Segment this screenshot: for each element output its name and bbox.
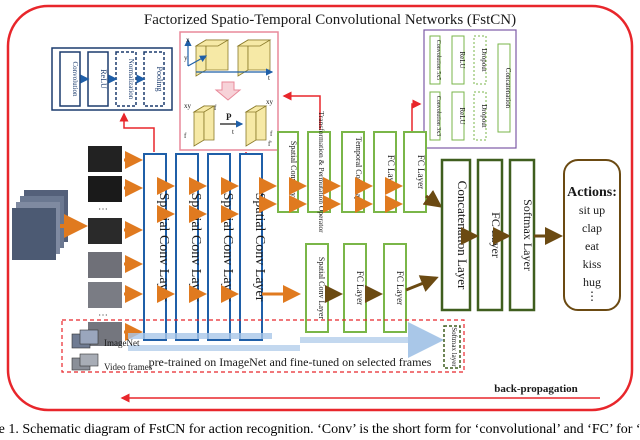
frame-column: ⋯ ⋯ <box>88 146 122 346</box>
transform-label-p: P <box>226 112 232 122</box>
transform-label-t2: t <box>232 128 234 136</box>
pretrain-region <box>61 319 465 373</box>
concat-label: Concatenation Layer <box>455 181 470 290</box>
diagram-title: Factorized Spatio-Temporal Convolutional… <box>144 12 516 28</box>
arrow-transform-inset-link <box>282 91 321 130</box>
figure-caption: re 1. Schematic diagram of FstCN for act… <box>0 422 640 437</box>
lower-fc-label-2: FC Layer <box>395 271 405 305</box>
inset-left-convolution: Convolution <box>71 61 79 97</box>
inset-left-relu: ReLU <box>99 69 108 89</box>
spatial-conv-label-4: Spatial Conv Layer <box>252 193 267 302</box>
transform-label-x: x <box>186 36 190 44</box>
transform-label-fprime: f' <box>268 140 272 148</box>
backprop-label: back-propagation <box>494 383 578 395</box>
head-boxes <box>440 158 536 312</box>
transform-label-t: t <box>268 74 270 82</box>
transform-label-f3: f <box>214 104 217 112</box>
inset-right-relu-2: ReLU <box>458 107 466 124</box>
temporal-conv-label: Temporal Conv Layer <box>354 137 363 208</box>
video-frames-label: Video frames <box>104 362 153 372</box>
arrow-to-inset-right <box>411 99 422 132</box>
transform-label-f1: f <box>184 132 187 140</box>
upper-fc-label-1: FC Layer <box>386 155 396 189</box>
transform-perm-label-text: Transformation & Permutation Operator <box>317 111 326 233</box>
upper-branch-arrows <box>289 177 403 213</box>
inset-right-conv2: Convolution 3x3 <box>435 96 441 137</box>
spatial-conv-label-1: Spatial Conv Layer <box>156 193 171 302</box>
actions-heading: Actions: <box>567 185 617 200</box>
transform-inset: x y t xy f xy f P f t f' <box>179 31 279 151</box>
arrow-upper-to-concat <box>422 189 443 208</box>
lower-spatial-conv-label: Spatial Conv Layer <box>317 257 326 320</box>
softmax-label: Softmax Layer <box>521 199 535 271</box>
lower-branch-boxes <box>305 243 407 333</box>
frame-arrows <box>124 151 143 341</box>
inset-left-pooling: Pooling <box>155 67 164 92</box>
transform-label-y: y <box>184 54 188 62</box>
small-softmax-label: Softmax layer <box>450 327 458 367</box>
inset-right-concat: Concatenation <box>504 68 512 109</box>
action-item: sit up <box>579 203 605 217</box>
svg-text:⋯: ⋯ <box>98 204 108 215</box>
action-item: hug <box>583 275 601 289</box>
inset-right-conv1: Convolution 5x5 <box>435 40 441 81</box>
inset-right: Convolution 5x5 Convolution 3x3 ReLU ReL… <box>423 29 517 149</box>
action-item: eat <box>585 239 600 253</box>
imagenet-thumb <box>71 329 99 349</box>
spatial-conv-label-3: Spatial Conv Layer <box>220 193 235 302</box>
spatial-arrows <box>157 177 301 303</box>
transform-perm-label: Transformation & Permutation Operator <box>317 111 326 233</box>
transform-label-xy1: xy <box>184 102 192 110</box>
head-fc-label: FC Layer <box>489 212 503 258</box>
pretrain-note: pre-trained on ImageNet and fine-tuned o… <box>149 355 432 369</box>
input-video-stack <box>12 190 68 260</box>
action-item: kiss <box>583 257 602 271</box>
transform-label-f2: f <box>270 130 273 138</box>
inset-right-dropout-2: Dropout <box>480 104 488 127</box>
upper-branch-boxes <box>277 131 427 213</box>
svg-text:⋯: ⋯ <box>98 310 108 321</box>
lower-fc-label-1: FC Layer <box>355 271 365 305</box>
imagenet-label: ImageNet <box>104 338 140 348</box>
upper-fc-label-2: FC Layer <box>416 155 426 189</box>
outer-frame <box>6 4 634 412</box>
spatial-conv-label-2: Spatial Conv Layer <box>188 193 203 302</box>
arrow-to-inset-left <box>119 112 155 152</box>
action-item: ⋮ <box>586 289 598 303</box>
inset-right-relu-1: ReLU <box>458 51 466 68</box>
transform-label-xy2: xy <box>266 98 274 106</box>
video-frames-thumb <box>71 353 99 371</box>
actions-box <box>563 159 621 311</box>
inset-left: Convolution ReLU Normalization Pooling <box>51 47 173 111</box>
action-item: clap <box>582 221 602 235</box>
small-softmax-box <box>443 325 461 369</box>
upper-spatial-conv-label: Spatial Conv Layer <box>289 141 298 204</box>
lower-branch-arrows <box>325 275 439 303</box>
inset-left-normalization: Normalization <box>127 59 135 100</box>
inset-right-dropout-1: Dropout <box>480 48 488 71</box>
